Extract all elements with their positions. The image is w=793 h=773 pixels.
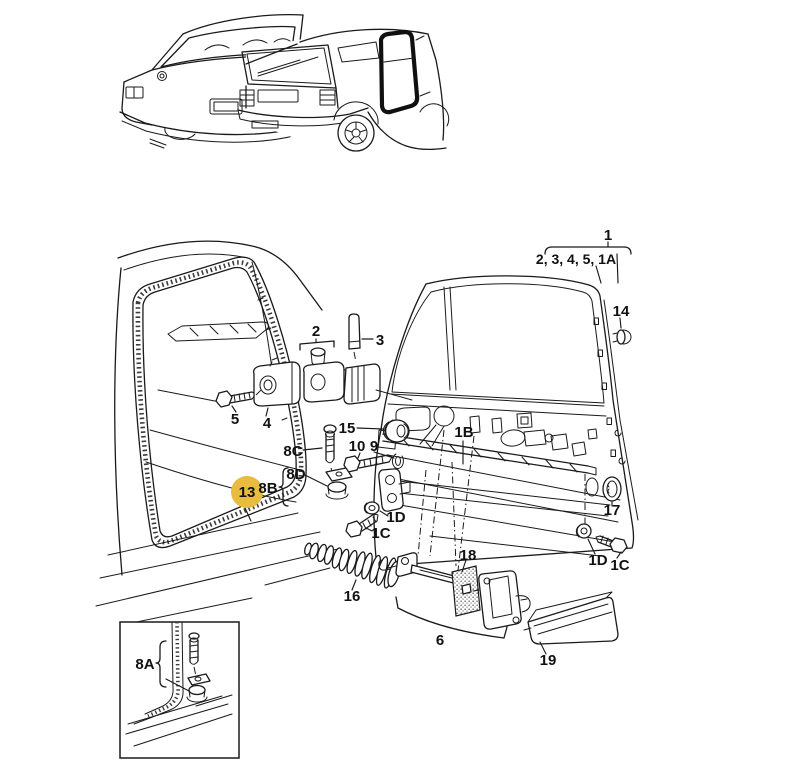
- body-aperture-seal: [114, 240, 323, 576]
- part-label-18[interactable]: 18: [460, 547, 477, 564]
- part-label-3[interactable]: 3: [376, 332, 384, 349]
- plug-14: [612, 329, 632, 345]
- hinge-4: [252, 361, 301, 407]
- highlighted-rear-door-outline: [378, 29, 420, 115]
- bolt-10: [343, 454, 393, 473]
- door-shell: [373, 275, 639, 571]
- part-label-1C-a[interactable]: 1C: [371, 525, 390, 542]
- part-label-10[interactable]: 10: [349, 438, 366, 455]
- pin-8C: [323, 424, 337, 477]
- leader-13: [244, 507, 252, 522]
- hinge-3-lower: [343, 363, 381, 405]
- gasket-18: [451, 565, 481, 617]
- part-label-group-1[interactable]: 2, 3, 4, 5, 1A: [536, 251, 616, 267]
- bolt-1C-a: [345, 513, 379, 538]
- grommet-8D: [325, 481, 349, 500]
- callouts: 1 2, 3, 4, 5, 1A 14 2 3 5 4 15 10 9 1B 8…: [135, 227, 632, 673]
- brace-8A: [155, 640, 167, 688]
- part-label-8C[interactable]: 8C: [283, 443, 302, 460]
- door-check-assembly: [378, 461, 619, 645]
- part-label-4[interactable]: 4: [263, 415, 272, 432]
- inset-pin: [188, 632, 200, 677]
- part-label-1[interactable]: 1: [604, 227, 612, 244]
- grommet-17: [602, 476, 622, 502]
- hinge-parts: [215, 313, 413, 408]
- washer-9: [391, 453, 404, 469]
- part-label-1D-a[interactable]: 1D: [386, 509, 405, 526]
- wedge-19: [523, 591, 619, 645]
- bolt-1C-b: [595, 535, 628, 554]
- fastener-parts: [323, 329, 632, 554]
- part-label-19[interactable]: 19: [540, 652, 557, 669]
- bellows-16: [304, 542, 401, 589]
- part-label-1D-b[interactable]: 1D: [588, 552, 607, 569]
- part-label-9[interactable]: 9: [370, 438, 378, 455]
- part-label-5[interactable]: 5: [231, 411, 239, 428]
- car-hatchback-thumbnail: [237, 28, 450, 158]
- part-label-8B[interactable]: 8B: [258, 480, 277, 497]
- hinge-pin-3: [348, 313, 361, 363]
- inset-bracket: [187, 673, 211, 686]
- bolt-5: [215, 390, 257, 408]
- bushing-2: [310, 347, 326, 372]
- part-label-8D[interactable]: 8D: [286, 466, 305, 483]
- check-housing: [472, 570, 531, 630]
- part-label-17[interactable]: 17: [604, 502, 621, 519]
- bracket-group-1: [544, 246, 632, 255]
- part-label-15[interactable]: 15: [339, 420, 356, 437]
- part-label-8A[interactable]: 8A: [135, 656, 154, 673]
- latch-striker: [378, 468, 411, 512]
- part-label-13[interactable]: 13: [239, 484, 256, 501]
- inset-detail-box: [119, 621, 240, 759]
- grommet-15: [382, 419, 410, 443]
- part-label-2[interactable]: 2: [312, 323, 320, 340]
- inset-grommet: [186, 684, 208, 703]
- bracket-8D: [325, 467, 353, 482]
- bracket-group-6: [395, 596, 508, 639]
- part-label-16[interactable]: 16: [344, 588, 361, 605]
- bracket-group-2: [299, 340, 335, 351]
- part-label-1C-b[interactable]: 1C: [610, 557, 629, 574]
- brace-8B: [278, 467, 289, 507]
- part-label-1B[interactable]: 1B: [454, 424, 473, 441]
- selected-part-highlight[interactable]: [231, 476, 263, 508]
- washer-1D-b: [575, 523, 592, 539]
- washer-1D-a: [363, 501, 380, 515]
- sill-lines: [95, 512, 339, 626]
- part-label-6[interactable]: 6: [436, 632, 444, 649]
- part-label-14[interactable]: 14: [613, 303, 630, 320]
